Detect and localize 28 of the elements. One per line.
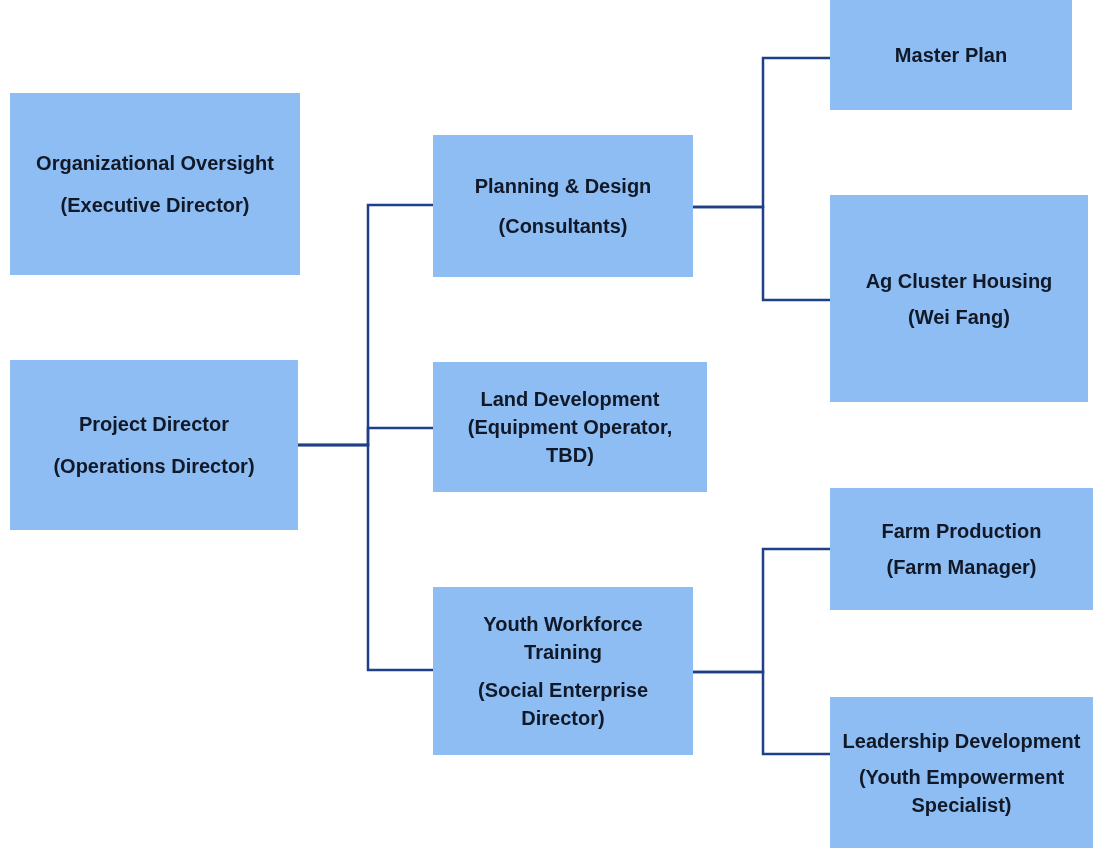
- role-title: Organizational Oversight: [36, 151, 274, 176]
- role-holder: (Farm Manager): [886, 555, 1037, 580]
- role-title: Farm Production: [881, 519, 1042, 544]
- role-title: Master Plan: [894, 43, 1008, 68]
- org-box: [433, 587, 693, 755]
- role-title: Ag Cluster Housing: [865, 268, 1053, 294]
- role-holder: (Social Enterprise Director): [476, 678, 650, 731]
- role-title: Youth Workforce Training: [482, 612, 644, 665]
- role-holder: (Executive Director): [60, 193, 250, 218]
- role-holder: (Operations Director): [53, 454, 255, 479]
- role-title: Leadership Development: [842, 728, 1081, 754]
- org-box: [433, 362, 707, 492]
- role-holder: (Consultants): [498, 214, 628, 239]
- org-box: [830, 195, 1088, 402]
- role-holder: (Wei Fang): [908, 304, 1010, 330]
- org-box: [830, 488, 1093, 610]
- connector-line: [298, 443, 433, 672]
- role-holder: (Youth Empowerment Specialist): [857, 764, 1066, 818]
- role-title: Planning & Design: [474, 174, 652, 199]
- role-title: Land Development (Equipment Operator, TBD): [466, 387, 674, 468]
- org-box: [830, 0, 1072, 110]
- org-box: [10, 360, 298, 530]
- org-box: [433, 135, 693, 277]
- org-box: [830, 697, 1093, 848]
- org-box: [10, 93, 300, 275]
- connector-line: [693, 205, 830, 302]
- role-title: Project Director: [78, 412, 230, 437]
- connector-line: [693, 670, 830, 756]
